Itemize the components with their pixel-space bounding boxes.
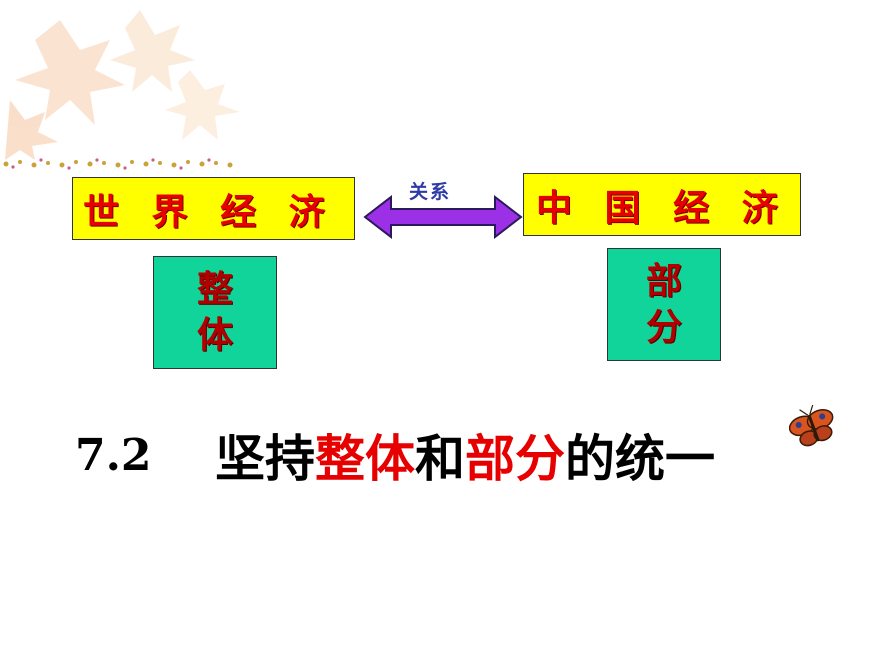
decorative-border-strip [3,158,233,170]
relation-arrow: 关系 [363,175,523,241]
whole-char-2: 体 [196,314,233,356]
part-char-1: 部 [645,260,682,302]
part-box: 部 分 [607,248,721,361]
relation-label: 关系 [409,181,452,203]
slide-title: 7.2 坚持 整体 和 部分 的统一 [75,420,715,490]
butterfly-icon [789,404,834,447]
whole-box: 整 体 [153,256,277,369]
china-economy-label: 中 国 经 济 [536,187,788,229]
world-economy-label: 世 界 经 济 [83,191,335,233]
maple-leaves-decoration [5,10,240,160]
title-part-2: 整体 [315,430,415,488]
title-part-4: 部分 [465,430,565,488]
title-part-5: 的统一 [565,430,715,488]
world-economy-box: 世 界 经 济 [72,177,355,240]
part-char-2: 分 [645,306,682,348]
china-economy-box: 中 国 经 济 [523,173,801,236]
double-arrow-icon [363,195,523,239]
title-part-1: 坚持 [215,430,315,488]
title-part-3: 和 [415,430,465,488]
whole-char-1: 整 [196,268,233,310]
section-number: 7.2 [75,429,152,481]
